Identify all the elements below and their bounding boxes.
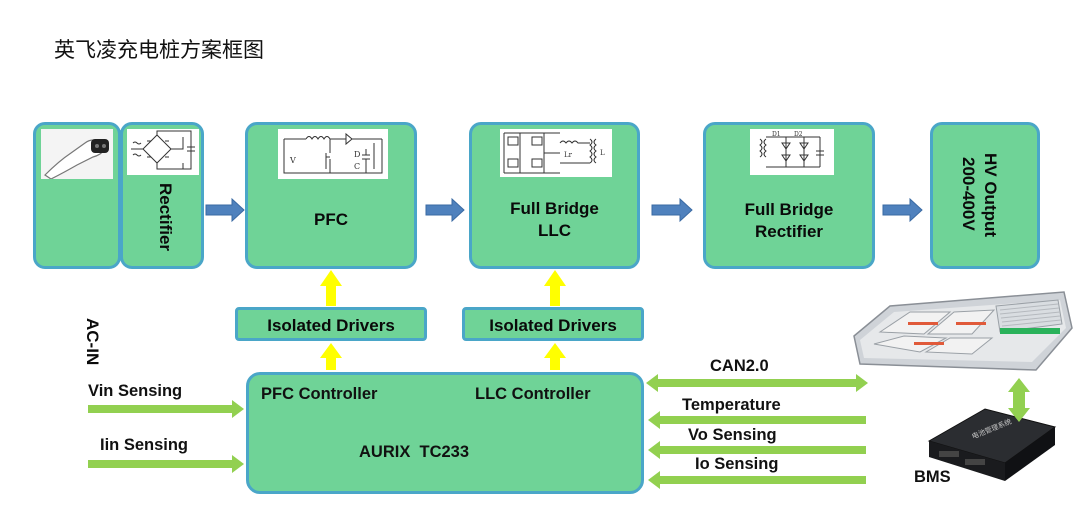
- svg-text:D1: D1: [772, 131, 781, 138]
- arrow-pfc-to-llc: [425, 197, 465, 223]
- svg-text:L: L: [600, 149, 605, 157]
- llc-drivers-label: Isolated Drivers: [489, 316, 617, 335]
- arrow-controller-to-pfc-driver: [320, 343, 342, 370]
- vo-sensing-label: Vo Sensing: [688, 426, 777, 444]
- llc-block: Lr L Full Bridge LLC: [469, 122, 640, 269]
- llc-isolated-drivers: Isolated Drivers: [462, 307, 644, 341]
- svg-text:D: D: [354, 150, 360, 159]
- fbr-label-line2: Rectifier: [754, 222, 824, 241]
- bms-module-image: 电池管理系统: [925, 405, 1060, 485]
- hv-output-block: HV Output 200-400V: [930, 122, 1040, 269]
- arrow-io-sensing: [648, 471, 866, 489]
- arrow-iin-sensing: [88, 455, 244, 473]
- arrow-controller-to-llc-driver: [544, 343, 566, 370]
- pfc-label: PFC: [314, 210, 348, 229]
- iin-sensing-label: Iin Sensing: [100, 436, 189, 454]
- aurix-controller-block: PFC Controller LLC Controller AURIX TC23…: [246, 372, 644, 494]
- pfc-controller-label: PFC Controller: [261, 385, 378, 403]
- llc-label-line2: LLC: [537, 221, 572, 240]
- arrow-battery-bms: [1008, 378, 1030, 422]
- llc-label-line1: Full Bridge: [510, 199, 599, 218]
- vin-sensing-label: Vin Sensing: [88, 382, 183, 400]
- diagram-title: 英飞凌充电桩方案框图: [54, 38, 264, 62]
- arrow-temperature: [648, 411, 866, 429]
- io-sensing-label: Io Sensing: [695, 455, 779, 473]
- svg-text:Lr: Lr: [564, 151, 573, 159]
- bms-label: BMS: [914, 468, 951, 486]
- arrow-vo-sensing: [648, 441, 866, 459]
- full-bridge-rectifier-block: D1 D2 Full Bridge Rectifier: [703, 122, 875, 269]
- llc-controller-label: LLC Controller: [475, 385, 591, 403]
- charging-plug-image: [41, 129, 113, 180]
- pfc-drivers-label: Isolated Drivers: [267, 316, 395, 335]
- arrow-can-bus: [646, 374, 868, 392]
- svg-text:V: V: [289, 156, 296, 165]
- rectifier-block: Rectifier: [120, 122, 204, 269]
- svg-text:D2: D2: [794, 131, 803, 138]
- arrow-rectifier-to-hv: [882, 197, 923, 223]
- svg-text:C: C: [354, 162, 360, 171]
- arrow-rectifier-to-pfc: [205, 197, 245, 223]
- fbr-label-line1: Full Bridge: [744, 200, 834, 219]
- pfc-boost-schematic: V D C: [278, 129, 388, 179]
- ac-in-block: AC-IN: [33, 122, 121, 365]
- llc-schematic: Lr L: [500, 129, 612, 177]
- can-label: CAN2.0: [710, 357, 769, 375]
- arrow-vin-sensing: [88, 400, 244, 418]
- output-rectifier-schematic: D1 D2: [750, 129, 834, 175]
- arrow-llc-driver-to-llc: [544, 270, 566, 306]
- battery-pack-image: [850, 278, 1075, 376]
- bridge-rectifier-schematic: [127, 129, 199, 175]
- temperature-label: Temperature: [682, 396, 781, 414]
- pfc-block: V D C PFC: [245, 122, 417, 269]
- arrow-llc-to-rectifier: [651, 197, 693, 223]
- aurix-label: AURIX TC233: [359, 443, 470, 461]
- arrow-pfc-driver-to-pfc: [320, 270, 342, 306]
- pfc-isolated-drivers: Isolated Drivers: [235, 307, 427, 341]
